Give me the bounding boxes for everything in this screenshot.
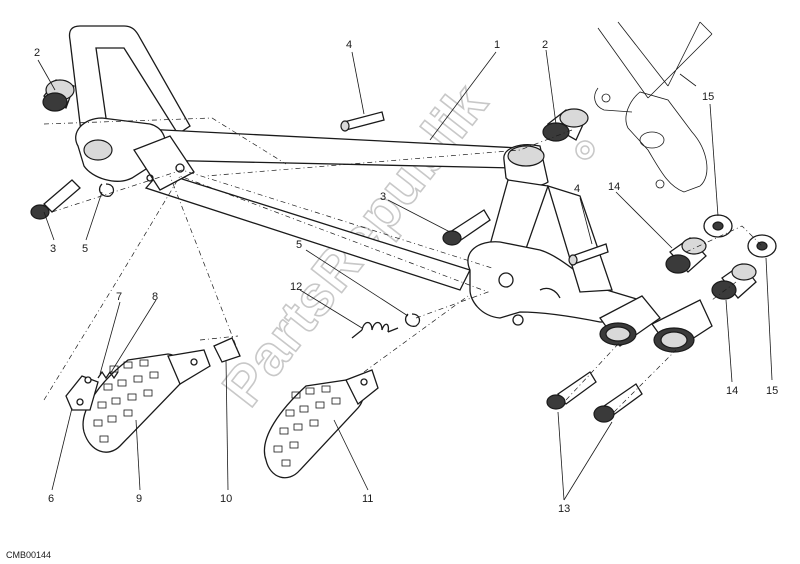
callout-15-lower: 15 — [766, 385, 778, 397]
detent-spring — [97, 370, 119, 380]
bolt-lower-right — [593, 383, 643, 423]
callout-2-right: 2 — [542, 39, 548, 51]
circlip-center — [404, 313, 421, 327]
bushing-right — [542, 108, 589, 142]
spacer-upper — [665, 237, 707, 274]
callout-3-left: 3 — [50, 243, 56, 255]
callout-3-center: 3 — [380, 191, 386, 203]
callout-4-left: 4 — [346, 39, 352, 51]
detent-ball — [84, 376, 92, 384]
washer-lower — [747, 234, 777, 258]
pin-right — [568, 243, 609, 266]
callout-4-right: 4 — [574, 183, 580, 195]
washer-upper — [703, 214, 733, 238]
reference-code: CMB00144 — [6, 550, 51, 560]
footpeg-left — [82, 349, 211, 453]
bolt-lower-left — [546, 371, 597, 410]
callout-14-upper: 14 — [608, 181, 620, 193]
spring — [351, 321, 399, 339]
bolt-left — [30, 179, 81, 220]
callouts: 2 2 1 4 3 4 3 5 5 12 7 8 6 9 10 11 13 14… — [34, 39, 778, 515]
bushing-left — [42, 79, 75, 112]
callout-5-left: 5 — [82, 243, 88, 255]
callout-6: 6 — [48, 493, 54, 505]
spacer-lower — [711, 263, 757, 300]
callout-1: 1 — [494, 39, 500, 51]
callout-11: 11 — [362, 493, 373, 505]
frame-fragment — [594, 21, 713, 193]
watermark: PartsRepublik — [209, 71, 595, 418]
detent-plate — [65, 375, 99, 411]
footpeg-bracket — [68, 25, 713, 353]
footpeg-right — [263, 369, 379, 479]
callout-13: 13 — [558, 503, 570, 515]
assembly-lines — [43, 117, 763, 413]
callout-12: 12 — [290, 281, 302, 293]
callout-2-left: 2 — [34, 47, 40, 59]
callout-8: 8 — [152, 291, 158, 303]
callout-5-center: 5 — [296, 239, 302, 251]
callout-7: 7 — [116, 291, 122, 303]
callout-9: 9 — [136, 493, 142, 505]
circlip-left — [98, 183, 115, 197]
callout-14-lower: 14 — [726, 385, 738, 397]
leader-lines — [37, 49, 773, 501]
bolt-center — [442, 209, 491, 246]
callout-15-upper: 15 — [702, 91, 714, 103]
pin-left — [340, 111, 385, 132]
callout-10: 10 — [220, 493, 232, 505]
